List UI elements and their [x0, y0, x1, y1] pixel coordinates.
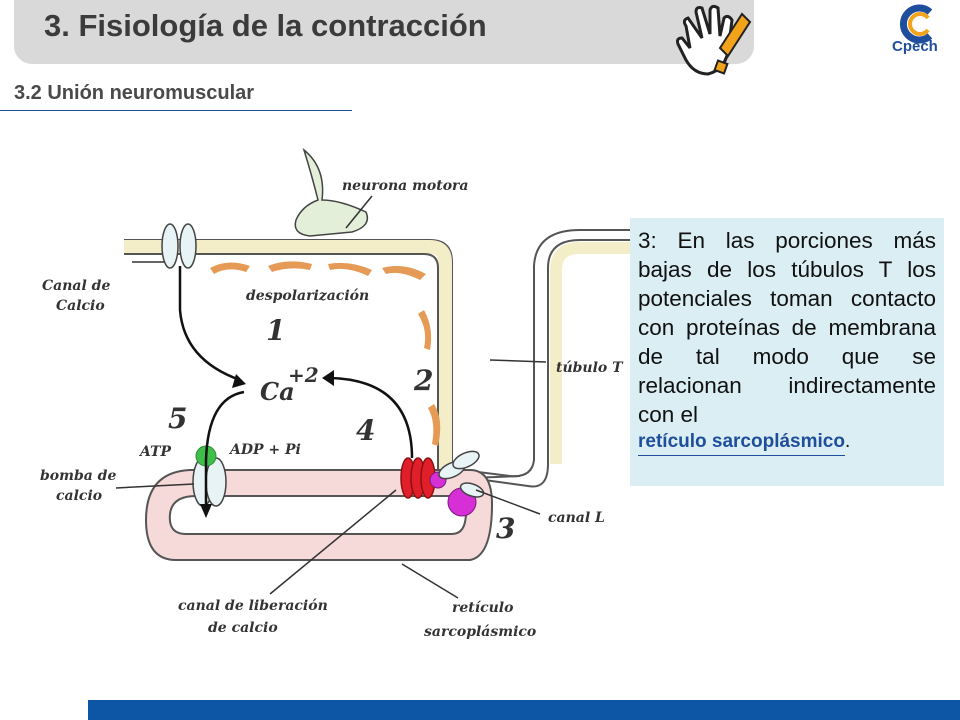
label-canal-calcio-2: Calcio — [56, 298, 105, 314]
step-2: 2 — [413, 364, 433, 397]
membrane-outer — [124, 239, 521, 480]
label-bomba-2: calcio — [56, 488, 102, 504]
calcium-channel-right — [179, 223, 197, 269]
l-channel-2 — [452, 450, 480, 470]
step-1: 1 — [266, 314, 285, 347]
section-subtitle: 3.2 Unión neuromuscular — [14, 82, 255, 104]
arrow-4 — [329, 376, 414, 459]
pointer-canal-lib — [269, 489, 397, 595]
arrow-4-head — [322, 370, 334, 386]
cpech-logo — [899, 4, 933, 44]
label-despol: despolarización — [246, 288, 369, 304]
pointer-tubulo — [489, 359, 547, 363]
arrow-5 — [204, 390, 245, 512]
pointing-hand-icon — [676, 4, 752, 76]
depol-arrow-2 — [268, 261, 312, 272]
label-canal-l: canal L — [548, 510, 605, 526]
explanation-callout: 3: En las porciones más bajas de los túb… — [630, 218, 944, 486]
label-canal-lib-2: de calcio — [208, 620, 278, 636]
pointer-neurona — [345, 195, 373, 229]
neuron-shape — [294, 147, 369, 237]
label-bomba-1: bomba de — [40, 468, 116, 484]
page-title: 3. Fisiología de la contracción — [44, 8, 487, 43]
t-tubule-band — [550, 242, 630, 464]
logo-text: Cpech — [892, 38, 938, 55]
calcium-channel-left — [161, 223, 179, 269]
footer-bar — [88, 700, 960, 720]
reticulo-link[interactable]: retículo sarcoplásmico — [638, 431, 845, 456]
depol-arrow-3 — [328, 262, 372, 276]
subtitle-underline — [0, 110, 352, 111]
arrow-1 — [178, 266, 241, 382]
label-atp: ATP — [138, 444, 172, 460]
label-ca-charge: +2 — [288, 363, 319, 387]
depol-arrow-1 — [210, 262, 250, 274]
callout-link-row: retículo sarcoplásmico . — [638, 429, 936, 456]
depol-arrow-6 — [428, 404, 441, 446]
label-neurona: neurona motora — [342, 178, 469, 194]
depol-arrow-5 — [418, 310, 432, 350]
label-reticulo-2: sarcoplásmico — [424, 624, 536, 640]
membrane-inner — [124, 253, 439, 470]
label-adp: ADP + Pi — [228, 442, 301, 458]
pointer-reticulo — [401, 563, 459, 599]
title-bar — [14, 0, 754, 64]
arrow-5-head — [200, 504, 212, 518]
callout-suffix: . — [844, 431, 851, 452]
l-channel-3 — [459, 482, 485, 498]
label-canal-lib-1: canal de liberación — [178, 598, 328, 614]
pointer-canal-l — [475, 489, 541, 515]
pointer-bomba — [115, 483, 195, 489]
t-tubule-inner-2 — [461, 229, 630, 478]
label-canal-calcio-1: Canal de — [42, 278, 110, 294]
arrow-1-head — [232, 374, 246, 388]
membrane-band — [124, 240, 452, 470]
label-tubulo: túbulo T — [556, 360, 624, 376]
callout-text: 3: En las porciones más bajas de los túb… — [638, 228, 936, 427]
t-tubule-outer — [469, 239, 630, 488]
depol-arrow-4 — [382, 266, 426, 280]
step-4: 4 — [356, 414, 375, 447]
label-ca: Ca — [260, 377, 295, 406]
neuromuscular-diagram: neurona motora Canal de Calcio despolari… — [40, 147, 630, 640]
step-5: 5 — [168, 402, 187, 435]
label-reticulo-1: retículo — [452, 600, 513, 616]
step-3: 3 — [496, 512, 515, 545]
